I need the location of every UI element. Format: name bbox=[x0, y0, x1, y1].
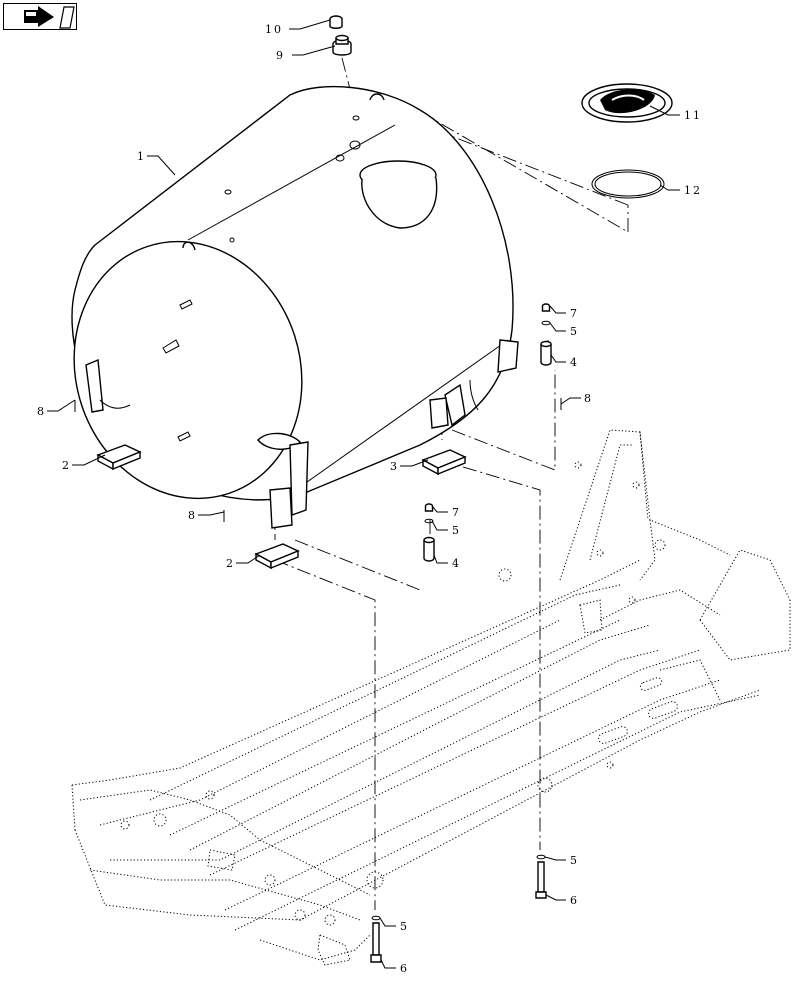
callouts: 10 9 1 11 12 7 5 4 8 8 2 3 8 7 5 2 4 5 6… bbox=[37, 23, 702, 975]
callout-8[interactable]: 8 bbox=[37, 405, 46, 418]
callout-7[interactable]: 7 bbox=[452, 506, 461, 519]
callout-8[interactable]: 8 bbox=[188, 509, 197, 522]
breather-cap bbox=[329, 15, 352, 56]
leader-lines bbox=[47, 19, 680, 969]
filler-cap bbox=[581, 83, 673, 199]
callout-4[interactable]: 4 bbox=[452, 557, 461, 570]
callout-7[interactable]: 7 bbox=[570, 307, 579, 320]
nav-button[interactable] bbox=[3, 3, 77, 30]
chassis-frame bbox=[71, 429, 791, 966]
callout-3[interactable]: 3 bbox=[390, 460, 399, 473]
callout-1[interactable]: 1 bbox=[137, 150, 146, 163]
callout-8[interactable]: 8 bbox=[584, 392, 593, 405]
callout-11[interactable]: 11 bbox=[684, 109, 702, 122]
hydraulic-tank bbox=[71, 85, 519, 529]
callout-2[interactable]: 2 bbox=[226, 557, 235, 570]
callout-4[interactable]: 4 bbox=[570, 356, 579, 369]
callout-9[interactable]: 9 bbox=[276, 49, 285, 62]
callout-5[interactable]: 5 bbox=[570, 854, 579, 867]
hardware-stacks bbox=[74, 303, 562, 963]
callout-6[interactable]: 6 bbox=[570, 894, 579, 907]
callout-5[interactable]: 5 bbox=[452, 524, 461, 537]
callout-6[interactable]: 6 bbox=[400, 962, 409, 975]
arrow-right-icon bbox=[24, 6, 75, 29]
callout-2[interactable]: 2 bbox=[62, 459, 71, 472]
callout-10[interactable]: 10 bbox=[265, 23, 283, 36]
callout-5[interactable]: 5 bbox=[570, 325, 579, 338]
rubber-pads bbox=[96, 444, 467, 570]
callout-12[interactable]: 12 bbox=[684, 184, 702, 197]
callout-5[interactable]: 5 bbox=[400, 920, 409, 933]
